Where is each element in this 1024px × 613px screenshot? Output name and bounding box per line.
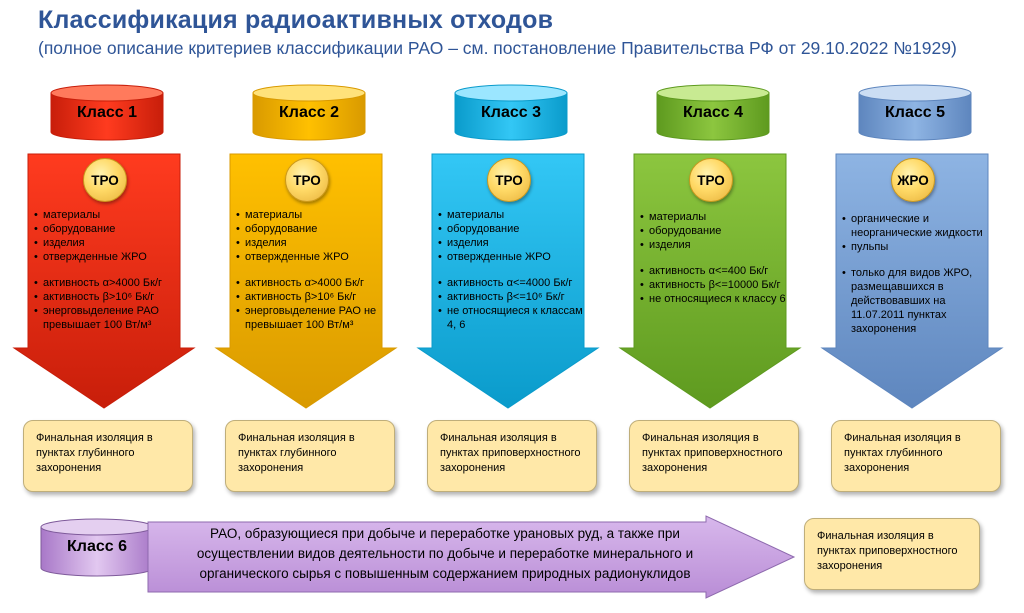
class-1-item: оборудование	[34, 222, 184, 236]
class-1-criterion: активность β>10⁶ Бк/г	[34, 290, 184, 304]
class-2-item: оборудование	[236, 222, 386, 236]
class-3-result: Финальная изоляция в пунктах приповерхно…	[427, 420, 597, 492]
class-6-description: РАО, образующиеся при добыче и переработ…	[196, 526, 694, 581]
class-4-criterion: активность β<=10000 Бк/г	[640, 278, 790, 292]
class-3-criteria-list: материалыоборудованиеизделияотвержденные…	[438, 208, 588, 332]
class-2-criterion: активность β>10⁶ Бк/г	[236, 290, 386, 304]
class-3-criterion: не относящиеся к классам 4, 6	[438, 304, 588, 332]
class-4-criteria-list: материалыоборудованиеизделия активность α…	[640, 210, 790, 306]
class-6-label: Класс 6	[67, 538, 127, 555]
page-title: Классификация радиоактивных отходов	[38, 6, 554, 34]
class-4-label: Класс 4	[683, 104, 743, 121]
class-6-cylinder	[40, 518, 154, 577]
class-3-item: изделия	[438, 236, 588, 250]
class-5-waste-type-badge: ЖРО	[891, 158, 935, 202]
class-1-item: материалы	[34, 208, 184, 222]
class-5-criteria-list: органические и неорганические жидкостипу…	[842, 212, 984, 336]
class-5-item: органические и неорганические жидкости	[842, 212, 984, 240]
class-3-criterion: активность β<=10⁶ Бк/г	[438, 290, 588, 304]
class-5-criterion: только для видов ЖРО, размещавшихся в де…	[842, 266, 984, 336]
class-1-waste-type-badge: ТРО	[83, 158, 127, 202]
class-2-criterion: активность α>4000 Бк/г	[236, 276, 386, 290]
class-4-item: оборудование	[640, 224, 790, 238]
class-4-result: Финальная изоляция в пунктах приповерхно…	[629, 420, 799, 492]
class-1-criterion: активность α>4000 Бк/г	[34, 276, 184, 290]
class-2-result: Финальная изоляция в пунктах глубинного …	[225, 420, 395, 492]
class-2-label: Класс 2	[279, 104, 339, 121]
class-3-item: оборудование	[438, 222, 588, 236]
class-3-criterion: активность α<=4000 Бк/г	[438, 276, 588, 290]
class-4-criterion: активность α<=400 Бк/г	[640, 264, 790, 278]
class-2-item: изделия	[236, 236, 386, 250]
class-4-criterion: не относящиеся к классу 6	[640, 292, 790, 306]
page-subtitle: (полное описание критериев классификации…	[38, 38, 957, 58]
class-3-item: отвержденные ЖРО	[438, 250, 588, 264]
class-6-result: Финальная изоляция в пунктах приповерхно…	[804, 518, 980, 590]
class-1-item: отвержденные ЖРО	[34, 250, 184, 264]
class-2-item: отвержденные ЖРО	[236, 250, 386, 264]
class-1-criteria-list: материалыоборудованиеизделияотвержденные…	[34, 208, 184, 332]
class-1-result: Финальная изоляция в пунктах глубинного …	[23, 420, 193, 492]
class-1-item: изделия	[34, 236, 184, 250]
class-2-criterion: энерговыделение РАО не превышает 100 Вт/…	[236, 304, 386, 332]
class-5-cylinder: Класс 5	[858, 84, 972, 141]
class-4-waste-type-badge: ТРО	[689, 158, 733, 202]
class-2-criteria-list: материалыоборудованиеизделияотвержденные…	[236, 208, 386, 332]
class-3-label: Класс 3	[481, 104, 541, 121]
class-2-waste-type-badge: ТРО	[285, 158, 329, 202]
class-2-cylinder: Класс 2	[252, 84, 366, 141]
class-1-label: Класс 1	[77, 104, 137, 121]
class-4-item: изделия	[640, 238, 790, 252]
class-1-cylinder: Класс 1	[50, 84, 164, 141]
class-2-item: материалы	[236, 208, 386, 222]
class-5-label: Класс 5	[885, 104, 945, 121]
class-3-item: материалы	[438, 208, 588, 222]
class-5-item: пульпы	[842, 240, 984, 254]
class-3-waste-type-badge: ТРО	[487, 158, 531, 202]
class-4-item: материалы	[640, 210, 790, 224]
class-4-cylinder: Класс 4	[656, 84, 770, 141]
class-3-cylinder: Класс 3	[454, 84, 568, 141]
class-1-criterion: энерговыделение РАО превышает 100 Вт/м³	[34, 304, 184, 332]
class-5-result: Финальная изоляция в пунктах глубинного …	[831, 420, 1001, 492]
class-6-arrow	[147, 515, 796, 599]
